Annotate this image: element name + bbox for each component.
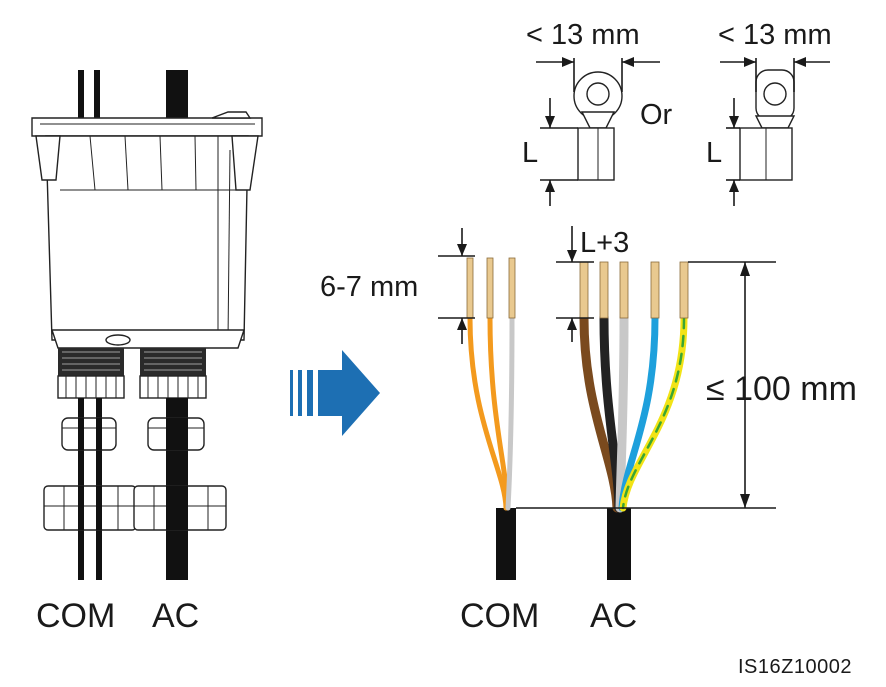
lug-length-label-2: L (706, 137, 722, 169)
or-label: Or (640, 99, 673, 131)
strip-length-dimension (438, 228, 475, 344)
max-length-dimension (516, 261, 776, 509)
left-ac-label: AC (152, 597, 199, 635)
ac-strip-label: L+3 (580, 227, 629, 259)
lug-width-label-2: < 13 mm (718, 19, 832, 51)
strip-length-label: 6-7 mm (320, 271, 418, 303)
lug-length-label-1: L (522, 137, 538, 169)
connector-housing-icon (31, 70, 263, 580)
figure-id: IS16Z10002 (738, 656, 852, 678)
ac-strip-dimension (556, 226, 594, 342)
right-com-label: COM (460, 597, 539, 635)
ac-wires (579, 313, 688, 513)
max-length-label: ≤ 100 mm (706, 370, 857, 408)
left-com-label: COM (36, 597, 115, 635)
lug-width-label-1: < 13 mm (526, 19, 640, 51)
stripped-conductors (466, 257, 689, 319)
right-ac-label: AC (590, 597, 637, 635)
com-wires (467, 315, 515, 511)
ring-lug-icon (536, 57, 660, 206)
direction-arrow-icon (290, 350, 380, 436)
tubular-lug-icon (720, 57, 830, 206)
com-cable (496, 508, 516, 580)
ac-cable (607, 508, 631, 580)
